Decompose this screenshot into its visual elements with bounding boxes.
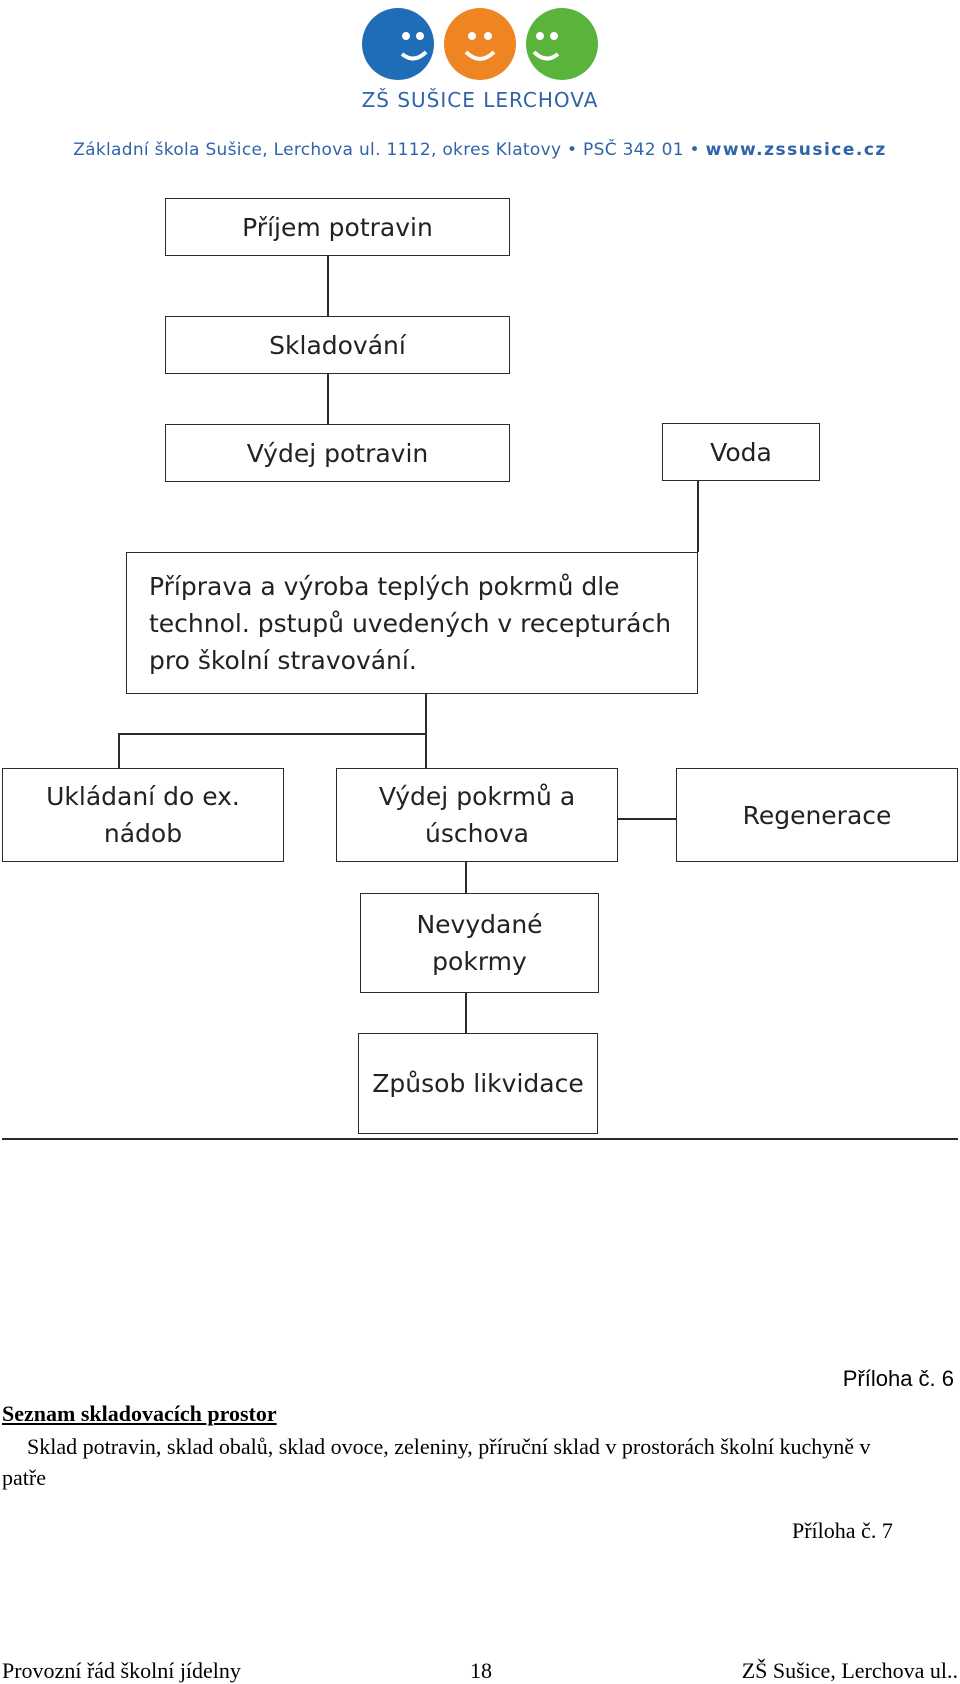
box-vydej-pokrmu: Výdej pokrmů a úschova: [336, 768, 618, 862]
annex-7-label: Příloha č. 7: [792, 1518, 893, 1543]
address-text: Základní škola Sušice, Lerchova ul. 1112…: [73, 140, 700, 160]
box-voda: Voda: [662, 423, 820, 481]
footer-document-title: Provozní řád školní jídelny: [2, 1658, 241, 1683]
box-label: Ukládaní do ex. nádob: [46, 778, 240, 852]
box-label-line: úschova: [425, 819, 529, 848]
box-zpusob-likvidace: Způsob likvidace: [358, 1033, 598, 1134]
connector-line: [465, 861, 467, 893]
connector-line: [465, 993, 467, 1034]
box-label: Výdej pokrmů a úschova: [379, 778, 575, 852]
box-label-line: Příprava a výroba teplých pokrmů dle: [149, 571, 620, 601]
box-label-line: pro školní stravování.: [149, 645, 417, 675]
box-nevydane-pokrmy: Nevydané pokrmy: [360, 893, 599, 993]
box-ukladani: Ukládaní do ex. nádob: [2, 768, 284, 862]
box-label: Regenerace: [742, 800, 892, 830]
logo-face-blue-icon: [362, 8, 434, 80]
connector-line: [118, 733, 427, 735]
connector-line: [617, 818, 677, 820]
school-logo-text: ZŠ SUŠICE LERCHOVA: [361, 88, 599, 112]
logo-face-orange-icon: [444, 8, 516, 80]
connector-line: [327, 256, 329, 316]
annex-6-label: Příloha č. 6: [842, 1366, 954, 1391]
section-title: Seznam skladovacích prostor: [2, 1401, 277, 1426]
box-label: Výdej potravin: [246, 438, 429, 468]
box-label-line: Ukládaní do ex.: [46, 782, 240, 811]
box-label: Nevydané pokrmy: [416, 906, 542, 980]
box-label-line: Nevydané: [416, 910, 543, 939]
box-label: Příprava a výroba teplých pokrmů dle tec…: [149, 568, 671, 679]
horizontal-rule: [2, 1138, 958, 1140]
connector-line: [425, 692, 427, 768]
box-label: Skladování: [269, 330, 406, 360]
box-regenerace: Regenerace: [676, 768, 958, 862]
box-label: Voda: [710, 437, 772, 467]
logo-face-green-icon: [526, 8, 598, 80]
box-priprava: Příprava a výroba teplých pokrmů dle tec…: [126, 552, 698, 694]
box-prijem-potravin: Příjem potravin: [165, 198, 510, 256]
box-label: Příjem potravin: [242, 212, 433, 242]
box-label: Způsob likvidace: [372, 1069, 584, 1098]
box-label-line: technol. pstupů uvedených v recepturách: [149, 608, 672, 638]
connector-line: [118, 733, 120, 769]
connector-line: [697, 480, 699, 552]
website-link[interactable]: www.zssusice.cz: [705, 140, 887, 160]
box-skladovani: Skladování: [165, 316, 510, 374]
school-address: Základní škola Sušice, Lerchova ul. 1112…: [0, 140, 960, 160]
paragraph: Sklad potravin, sklad obalů, sklad ovoce…: [2, 1434, 871, 1490]
connector-line: [327, 374, 329, 424]
box-vydej-potravin: Výdej potravin: [165, 424, 510, 482]
box-label-line: Výdej pokrmů a: [378, 782, 576, 811]
box-label-line: nádob: [103, 819, 183, 848]
footer-page-number: 18: [470, 1658, 492, 1683]
box-label-line: pokrmy: [432, 947, 527, 976]
footer-school-name: ZŠ Sušice, Lerchova ul..: [741, 1658, 958, 1683]
